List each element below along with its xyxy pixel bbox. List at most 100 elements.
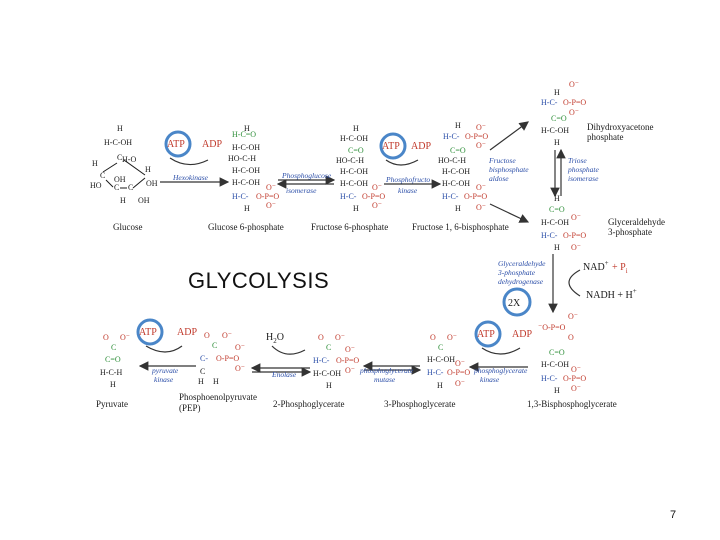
svg-text:O-P=O: O-P=O [336, 356, 359, 365]
svg-text:O-P=O: O-P=O [216, 354, 239, 363]
pg2-label: 2-Phosphoglycerate [273, 399, 344, 409]
svg-text:C: C [128, 183, 133, 192]
svg-text:H-C=O: H-C=O [232, 130, 256, 139]
dhap-label-2: phosphate [587, 132, 624, 142]
enzyme-pgk-2: kinase [480, 375, 500, 384]
svg-text:H-C-: H-C- [427, 368, 444, 377]
svg-text:O⁻: O⁻ [571, 213, 581, 222]
svg-text:C=O: C=O [551, 114, 567, 123]
svg-text:OH: OH [114, 175, 126, 184]
svg-text:H: H [244, 204, 250, 213]
g3p-structure: H C=O H-C-OH O⁻ H-C- O-P=O O⁻ H [541, 194, 586, 252]
svg-text:H: H [554, 88, 560, 97]
svg-text:O⁻: O⁻ [235, 364, 245, 373]
svg-text:O-P=O: O-P=O [362, 192, 385, 201]
svg-text:H-C-: H-C- [232, 192, 249, 201]
enzyme-hexokinase: Hexokinase [172, 173, 209, 182]
enzyme-pk-2: kinase [154, 375, 174, 384]
svg-text:O⁻: O⁻ [455, 359, 465, 368]
svg-text:H: H [554, 194, 560, 203]
svg-text:HO-C-H: HO-C-H [336, 156, 364, 165]
enzyme-aldolase-2: bisphosphate [489, 165, 529, 174]
svg-text:O: O [103, 333, 109, 342]
f6p-structure: H H-C-OH C=O HO-C-H H-C-OH H-C-OH H-C- O… [336, 124, 385, 213]
svg-text:O⁻: O⁻ [222, 331, 232, 340]
svg-text:C-: C- [200, 354, 208, 363]
atp-adp-curve-2 [385, 159, 419, 166]
svg-text:H: H [554, 243, 560, 252]
multiplier-circle [502, 287, 532, 317]
f16bp-structure: H H-C- O-P=O O⁻ O⁻ C=O HO-C-H H-C-OH H-C… [438, 121, 488, 213]
svg-text:H: H [455, 121, 461, 130]
svg-text:H: H [244, 124, 250, 133]
svg-text:H-C-OH: H-C-OH [541, 360, 569, 369]
svg-text:H-C-: H-C- [313, 356, 330, 365]
svg-text:O⁻: O⁻ [335, 333, 345, 342]
water-curve [271, 345, 306, 355]
enzyme-pk-1: pyruvate [151, 366, 179, 375]
atp-adp-curve-1 [169, 157, 209, 166]
g6p-structure: H H-C=O H-C-OH HO-C-H H-C-OH H-C-OH H-C-… [228, 124, 279, 213]
svg-text:O⁻: O⁻ [266, 201, 276, 210]
svg-text:H-C-OH: H-C-OH [541, 126, 569, 135]
svg-text:H-C-OH: H-C-OH [232, 166, 260, 175]
svg-text:O: O [318, 333, 324, 342]
svg-text:O: O [568, 333, 574, 342]
svg-text:O⁻: O⁻ [120, 333, 130, 342]
svg-text:C=O: C=O [450, 146, 466, 155]
enzyme-tpi-1: Triose [568, 156, 587, 165]
svg-text:H-C-OH: H-C-OH [340, 134, 368, 143]
svg-text:H: H [326, 381, 332, 390]
svg-text:O⁻: O⁻ [571, 243, 581, 252]
svg-text:O⁻: O⁻ [571, 365, 581, 374]
svg-text:O-P=O: O-P=O [563, 231, 586, 240]
svg-text:O⁻: O⁻ [476, 203, 486, 212]
pg2-structure: O O⁻ C O⁻ H-C- O-P=O O⁻ H-C-OH H [313, 333, 359, 390]
svg-text:H: H [353, 124, 359, 133]
enzyme-phi-2: isomerase [286, 186, 317, 195]
enzyme-pfk-1: Phosphofructo [385, 175, 430, 184]
pep-label-1: Phosphoenolpyruvate [179, 392, 257, 402]
svg-text:O⁻: O⁻ [568, 312, 578, 321]
svg-text:H-C-: H-C- [541, 374, 558, 383]
enzyme-pgm-1: phosphoglycerate [359, 366, 414, 375]
atp-circle-1 [164, 130, 192, 158]
svg-text:O⁻: O⁻ [455, 379, 465, 388]
enzyme-gapdh-1: Glyceraldehyde [498, 259, 546, 268]
svg-text:H: H [554, 386, 560, 395]
adp-2: ADP [411, 141, 431, 152]
svg-text:H-O: H-O [122, 155, 136, 164]
svg-text:H-C-OH: H-C-OH [427, 355, 455, 364]
svg-text:O⁻: O⁻ [476, 123, 486, 132]
svg-text:H-C-OH: H-C-OH [442, 179, 470, 188]
svg-text:C: C [200, 367, 205, 376]
dhap-label-1: Dihydroxyacetone [587, 122, 653, 132]
nadh-label: NADH + H+ [586, 287, 637, 301]
svg-text:O⁻: O⁻ [476, 141, 486, 150]
page-number: 7 [670, 509, 676, 521]
atp-3: ATP [477, 329, 495, 340]
svg-text:H: H [213, 377, 219, 386]
svg-text:O-P=O: O-P=O [256, 192, 279, 201]
svg-text:H-C-: H-C- [443, 132, 460, 141]
svg-text:H-C-: H-C- [541, 98, 558, 107]
svg-text:O-P=O: O-P=O [563, 374, 586, 383]
svg-text:C: C [326, 343, 331, 352]
svg-text:H-C-OH: H-C-OH [313, 369, 341, 378]
atp-adp-curve-3 [481, 347, 521, 355]
svg-text:H-C-OH: H-C-OH [340, 179, 368, 188]
svg-text:O⁻: O⁻ [235, 343, 245, 352]
svg-text:C: C [100, 171, 105, 180]
svg-text:O⁻: O⁻ [372, 183, 382, 192]
svg-text:H: H [554, 138, 560, 147]
svg-text:H: H [92, 159, 98, 168]
svg-text:HO-C-H: HO-C-H [438, 156, 466, 165]
glucose-structure: H H-C-OH C H-O H C OH HO C C H OH H OH [90, 124, 158, 205]
svg-text:C: C [117, 153, 122, 162]
svg-text:H-C-OH: H-C-OH [541, 218, 569, 227]
svg-text:H-C-OH: H-C-OH [442, 167, 470, 176]
svg-text:O⁻: O⁻ [569, 80, 579, 89]
g6p-label: Glucose 6-phosphate [208, 222, 284, 232]
